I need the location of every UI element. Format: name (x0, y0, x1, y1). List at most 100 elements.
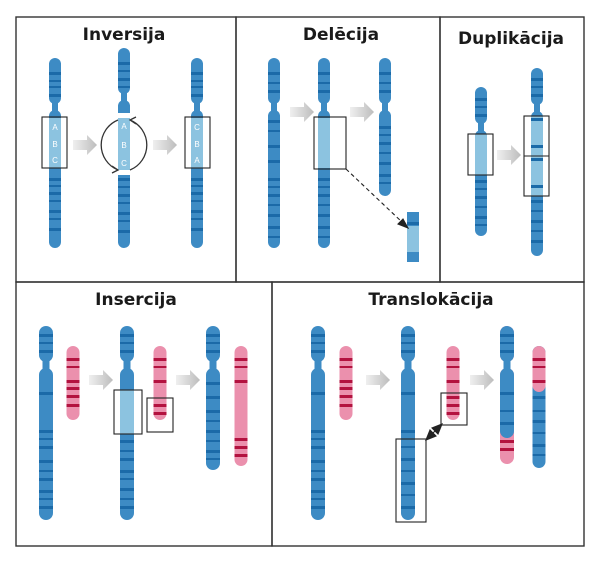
panel-frame-translocation (271, 281, 585, 547)
band (500, 422, 514, 425)
band (206, 382, 220, 385)
band (532, 454, 546, 456)
band (475, 224, 487, 226)
duplication-chromosome-original (475, 87, 487, 236)
band (407, 222, 419, 225)
translocation-pink-marked (446, 346, 460, 420)
band (49, 218, 61, 220)
translocation-box-blue (395, 438, 427, 523)
insertion-pink-original (66, 346, 80, 420)
band (532, 380, 546, 383)
band (118, 186, 130, 188)
band (268, 178, 280, 181)
deletion-chromosome-marked (318, 58, 330, 248)
band (401, 392, 415, 395)
band (531, 230, 543, 232)
band (532, 358, 546, 361)
translocation-box-pink (440, 392, 468, 426)
band (118, 230, 130, 233)
inversion-letters-rotating: A B C (121, 122, 127, 168)
inversion-letter-a: A (52, 123, 58, 132)
inversion-rot-letter-c: C (121, 159, 127, 168)
band (268, 186, 280, 188)
band (268, 226, 280, 229)
band (500, 350, 514, 353)
band (39, 470, 53, 472)
insertion-blue-marked (120, 326, 134, 520)
band (49, 86, 61, 88)
band (118, 78, 130, 81)
band (446, 412, 460, 415)
band (39, 334, 53, 337)
band (500, 410, 514, 412)
deletion-arrow-2 (350, 102, 374, 122)
process-arrow-layer (73, 102, 521, 390)
band (531, 220, 543, 223)
band (206, 342, 220, 344)
band (206, 440, 220, 442)
panel-frame-insertion (15, 281, 273, 547)
band (475, 216, 487, 219)
band (234, 380, 248, 383)
band (401, 506, 415, 509)
band (531, 210, 543, 212)
band (339, 366, 353, 368)
band (268, 90, 280, 93)
band (339, 380, 353, 383)
band (39, 438, 53, 440)
band (39, 392, 53, 395)
band (268, 236, 280, 238)
band (39, 342, 53, 344)
band (401, 482, 415, 485)
band (120, 450, 134, 452)
deletion-chromosome-result (379, 58, 391, 196)
band (318, 236, 330, 238)
band (66, 395, 80, 398)
deletion-chromosome-original (268, 58, 280, 248)
band (39, 460, 53, 463)
band (49, 192, 61, 195)
band (318, 90, 330, 93)
band (49, 228, 61, 231)
band (379, 182, 391, 184)
inversion-rot-letter-a: A (121, 122, 127, 131)
rotation-arc-left (100, 119, 119, 171)
inversion-result-letter-c: C (194, 123, 200, 132)
band (191, 86, 203, 88)
deletion-box (313, 116, 347, 170)
band (339, 358, 353, 361)
rotation-arrowhead-left (111, 165, 120, 174)
band (206, 430, 220, 433)
band (39, 478, 53, 481)
duplication-chromosome-result (531, 68, 543, 256)
band (191, 80, 203, 82)
band (206, 420, 220, 422)
inversion-chromosome-original (49, 58, 61, 248)
band (268, 214, 280, 217)
band (311, 342, 325, 344)
band (153, 380, 167, 383)
band (500, 334, 514, 337)
band (475, 188, 487, 190)
band (318, 82, 330, 84)
band (234, 366, 248, 368)
band (66, 358, 80, 361)
band (49, 178, 61, 181)
band (531, 185, 543, 188)
band (311, 430, 325, 433)
band (379, 162, 391, 165)
band (311, 350, 325, 353)
band (39, 446, 53, 449)
band (446, 358, 460, 361)
band (311, 334, 325, 337)
band (118, 220, 130, 222)
inversion-chromosome-rotating (117, 48, 131, 248)
band (191, 72, 203, 75)
band (532, 444, 546, 447)
band (66, 366, 80, 368)
band (206, 334, 220, 337)
band (379, 72, 391, 75)
band (531, 78, 543, 81)
band (120, 498, 134, 500)
translocation-title: Translokācija (368, 290, 493, 310)
